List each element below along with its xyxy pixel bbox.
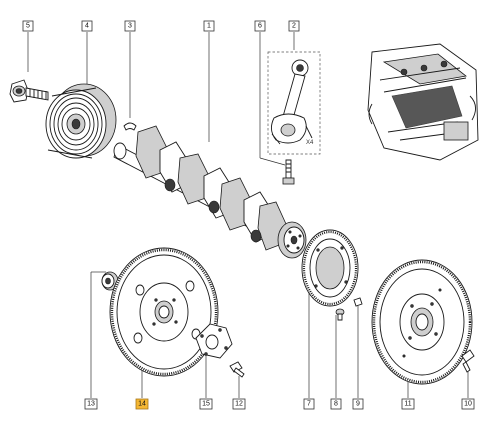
engine-thumbnail [367, 43, 479, 161]
pulley-bolt[interactable] [9, 79, 49, 103]
svg-text:1: 1 [207, 23, 211, 30]
connecting-rod [271, 59, 313, 145]
svg-text:8: 8 [334, 401, 338, 408]
spacer-washer[interactable] [101, 271, 119, 291]
callout-7[interactable]: 7 [303, 398, 315, 410]
callout-2[interactable]: 2 [288, 20, 300, 32]
svg-text:2: 2 [292, 23, 296, 30]
callout-15[interactable]: 15 [199, 398, 213, 410]
callout-14[interactable]: 14 [135, 398, 149, 410]
svg-text:5: 5 [26, 23, 30, 30]
svg-text:X4: X4 [306, 140, 314, 146]
svg-text:7: 7 [307, 401, 311, 408]
svg-text:9: 9 [356, 401, 360, 408]
connecting-rod-group[interactable]: X4 [267, 51, 321, 155]
svg-text:10: 10 [464, 401, 472, 408]
svg-text:4: 4 [85, 23, 89, 30]
dowel-pin[interactable] [353, 297, 363, 307]
leader-6b [259, 157, 286, 166]
callout-4[interactable]: 4 [81, 20, 93, 32]
callout-12[interactable]: 12 [232, 398, 246, 410]
svg-text:11: 11 [404, 401, 411, 408]
flywheel[interactable] [371, 259, 473, 385]
svg-text:15: 15 [202, 401, 210, 408]
connecting-rod-box [267, 51, 321, 155]
woodruff-key[interactable] [123, 122, 137, 131]
svg-text:12: 12 [235, 401, 243, 408]
callout-10[interactable]: 10 [461, 398, 475, 410]
crankshaft-pulley[interactable] [45, 83, 117, 159]
target-ring-screw[interactable] [335, 308, 345, 321]
flywheel-bolt[interactable] [461, 349, 475, 373]
connecting-rod-bolt[interactable] [282, 159, 295, 185]
flex-plate[interactable] [109, 247, 219, 377]
callout-9[interactable]: 9 [352, 398, 364, 410]
svg-text:13: 13 [87, 401, 95, 408]
leader-lines [27, 32, 469, 398]
flex-plate-bolt[interactable] [229, 361, 245, 378]
callout-labels: 5 4 3 1 6 2 13 14 15 12 7 8 9 11 10 [22, 20, 475, 410]
callout-11[interactable]: 11 [401, 398, 415, 410]
callout-1[interactable]: 1 [203, 20, 215, 32]
target-ring[interactable] [301, 229, 359, 307]
svg-text:6: 6 [258, 23, 262, 30]
reinforcement-plate[interactable] [195, 323, 233, 359]
connecting-rod-quantity: X4 [306, 140, 314, 146]
svg-text:3: 3 [128, 23, 132, 30]
callout-3[interactable]: 3 [124, 20, 136, 32]
callout-5[interactable]: 5 [22, 20, 34, 32]
svg-text:14: 14 [138, 401, 146, 408]
crankshaft[interactable] [113, 125, 307, 259]
callout-6[interactable]: 6 [254, 20, 266, 32]
callout-8[interactable]: 8 [330, 398, 342, 410]
callout-13[interactable]: 13 [84, 398, 98, 410]
